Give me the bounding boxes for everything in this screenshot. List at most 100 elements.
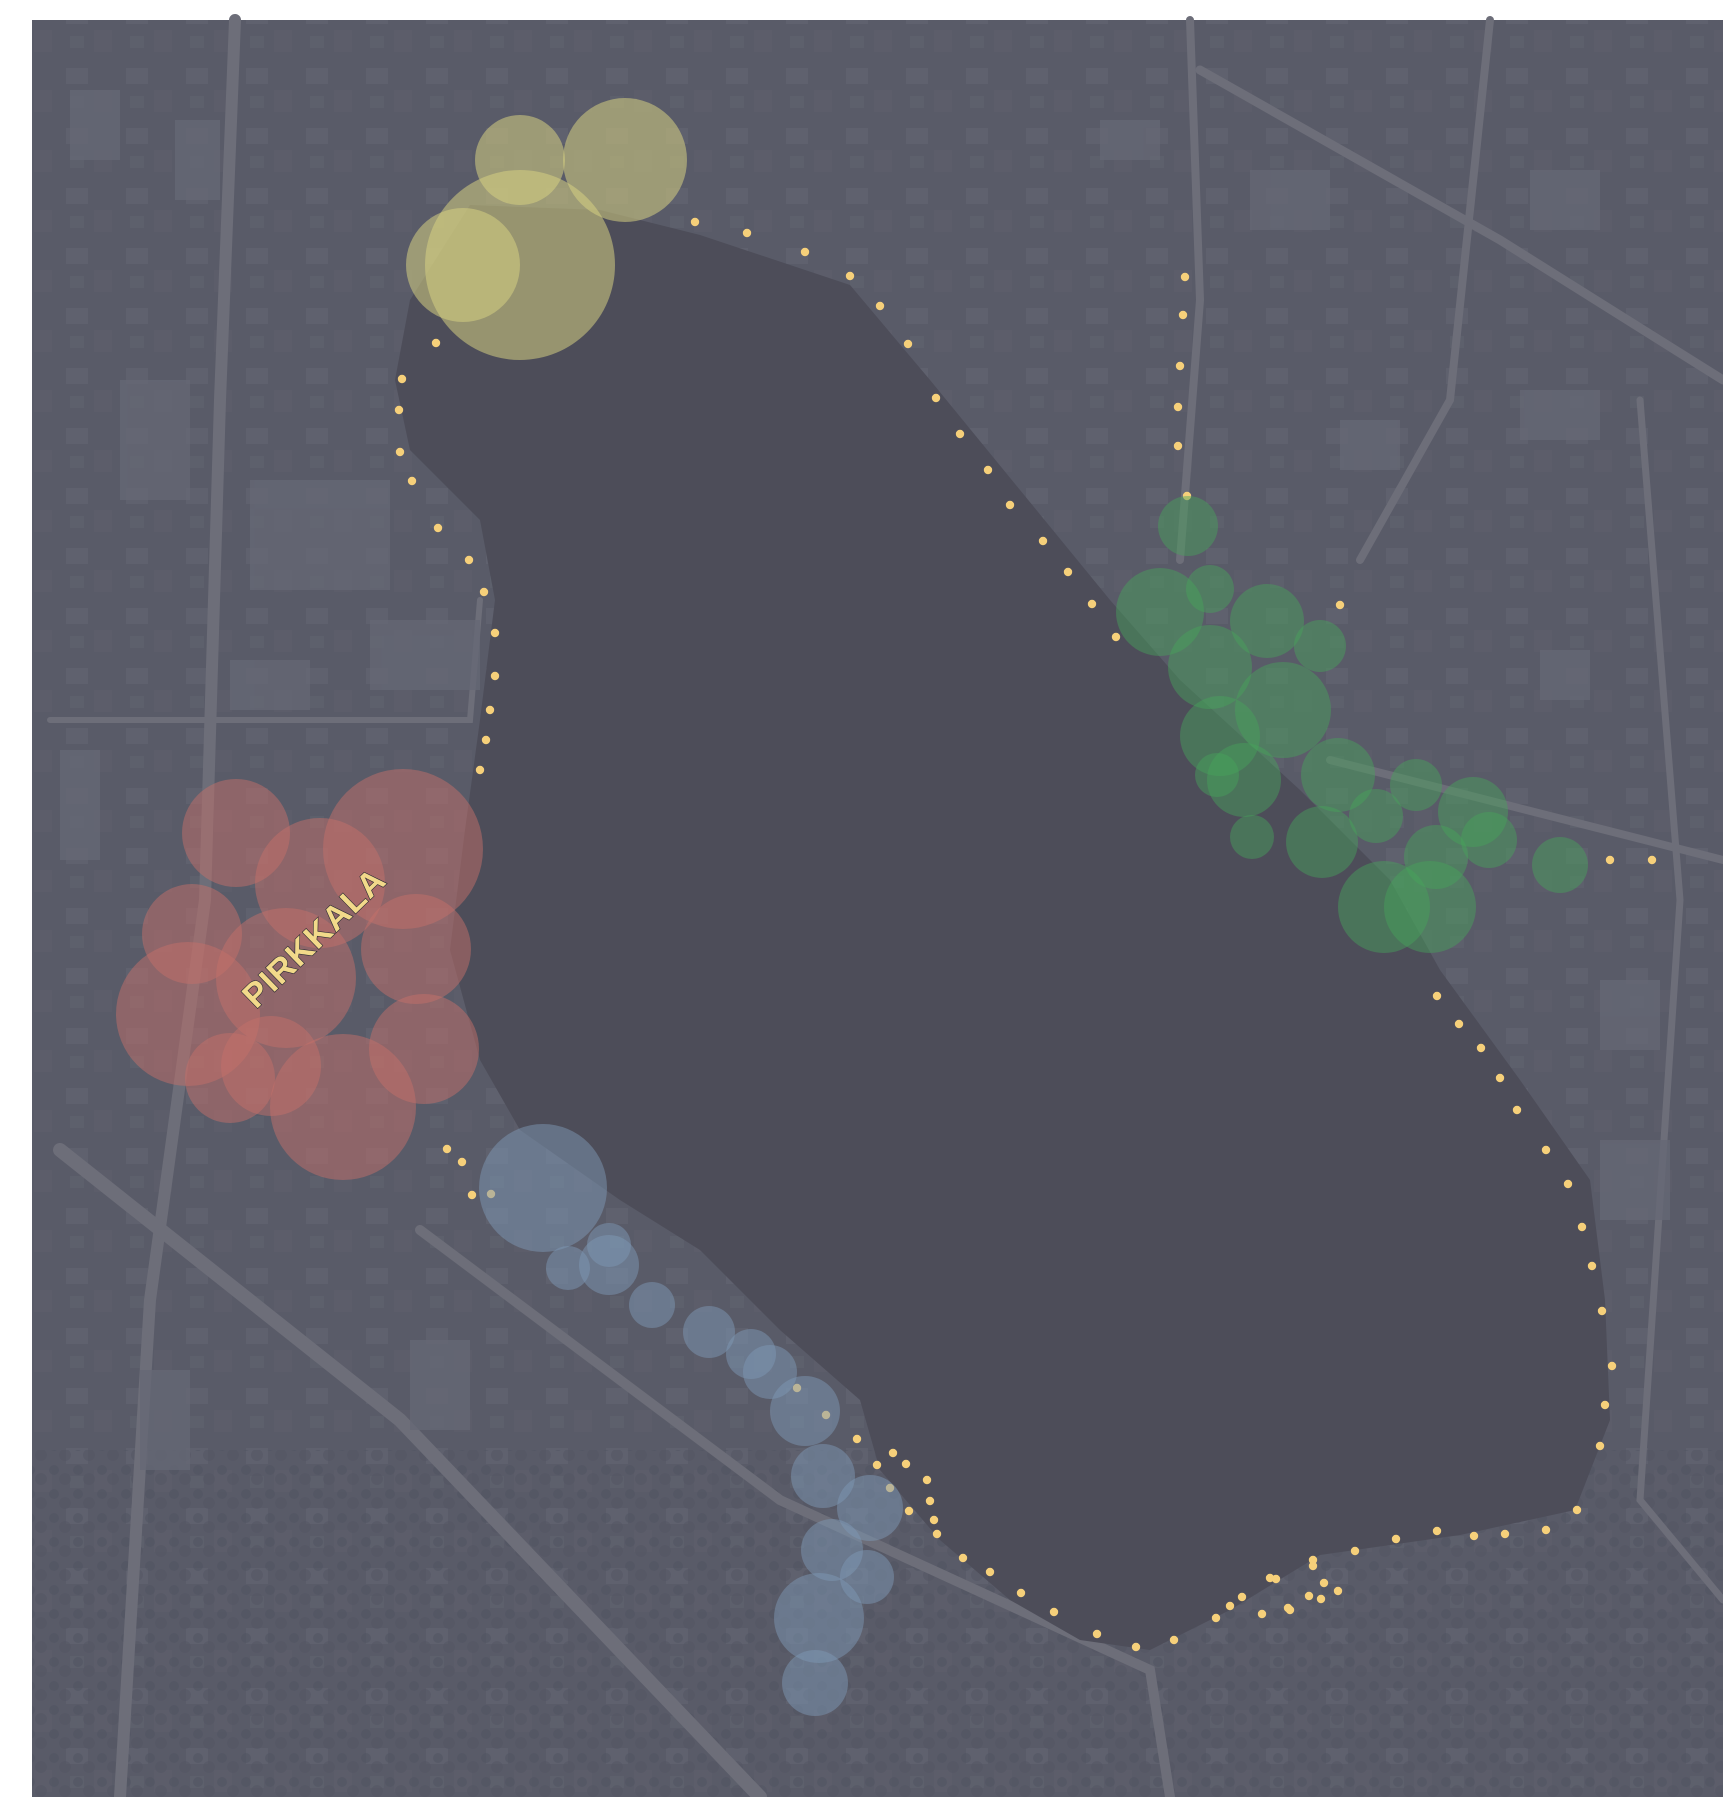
zone-circle [563,98,687,222]
building [175,120,220,200]
road-east-2 [1356,16,1494,564]
zone-circle [1235,662,1331,758]
path-dot [1304,1591,1314,1601]
path-dot [845,271,855,281]
path-dot [1469,1531,1479,1541]
building [1340,420,1400,470]
path-dot [1432,991,1442,1001]
path-dot [985,1567,995,1577]
path-dot [1587,1261,1597,1271]
path-dot [1131,1642,1141,1652]
building-footprints [60,90,1670,1470]
building [410,1340,470,1430]
zone-circle [1207,743,1281,817]
path-dot [955,429,965,439]
path-dot [1391,1534,1401,1544]
path-dot [1308,1555,1318,1565]
building [250,480,390,590]
path-dot [1595,1441,1605,1451]
zone-circle [774,1573,864,1663]
path-dot [1577,1222,1587,1232]
path-dot [397,374,407,384]
zone-circle [1230,815,1274,859]
path-dot [1500,1529,1510,1539]
path-dot [433,523,443,533]
path-dot [903,339,913,349]
zone-circle [1532,837,1588,893]
zone-circle [1349,789,1403,843]
shoreline-path [394,217,1657,1652]
path-dot [888,1448,898,1458]
zone-circle [1286,806,1358,878]
path-dot [925,1496,935,1506]
west-zone[interactable] [116,769,483,1180]
path-dot [1237,1592,1247,1602]
path-dot [1597,1306,1607,1316]
path-dot [875,301,885,311]
path-dot [1049,1607,1059,1617]
path-dot [1607,1361,1617,1371]
path-dot [1432,1526,1442,1536]
path-dot [1541,1525,1551,1535]
east-zone[interactable] [1116,496,1588,953]
path-dot [1350,1546,1360,1556]
path-dot [929,1515,939,1525]
path-dot [1182,491,1192,501]
path-dot [1111,632,1121,642]
path-dot [1180,272,1190,282]
path-dot [983,465,993,475]
path-dot [1316,1594,1326,1604]
zone-circle [185,1033,275,1123]
path-dot [742,228,752,238]
building [230,660,310,710]
zone-circle [1294,620,1346,672]
path-dot [1092,1629,1102,1639]
path-dot [1476,1043,1486,1053]
zone-circle [791,1444,855,1508]
north-west-zone[interactable] [406,98,687,360]
zone-circle [406,208,520,322]
zone-circle [323,769,483,929]
path-dot [1454,1019,1464,1029]
zone-circle [546,1246,590,1290]
path-dot [1005,500,1015,510]
south-west-zone[interactable] [479,1124,903,1716]
path-dot [1257,1609,1267,1619]
path-dot [1016,1588,1026,1598]
path-dot [442,1144,452,1154]
road-east-1 [1195,65,1723,385]
zone-circle [683,1306,735,1358]
zone-circle [1158,496,1218,556]
path-dot [1169,1635,1179,1645]
building [1600,980,1660,1050]
path-dot [931,393,941,403]
path-dot [1647,855,1657,865]
path-dot [1605,855,1615,865]
building [1100,120,1160,160]
zone-circle [1390,759,1442,811]
path-dot [490,671,500,681]
road-east-3 [1326,756,1723,864]
path-dot [1225,1601,1235,1611]
building [1520,390,1600,440]
path-dot [1178,310,1188,320]
zone-circle [1168,625,1252,709]
road-north-east [1176,16,1205,564]
zone-circle [1230,584,1304,658]
path-dot [481,735,491,745]
path-dot [932,1529,942,1539]
zone-circle [1438,777,1508,847]
path-dot [464,555,474,565]
zone-circle [1338,861,1430,953]
building [140,1370,190,1470]
path-dot [872,1460,882,1470]
path-dot [800,247,810,257]
zone-circle [1195,753,1239,797]
path-dot [901,1459,911,1469]
zone-circle [837,1475,903,1541]
path-dot [485,705,495,715]
path-dot [1283,1603,1293,1613]
zone-circle [1404,825,1468,889]
path-dot [1563,1179,1573,1189]
